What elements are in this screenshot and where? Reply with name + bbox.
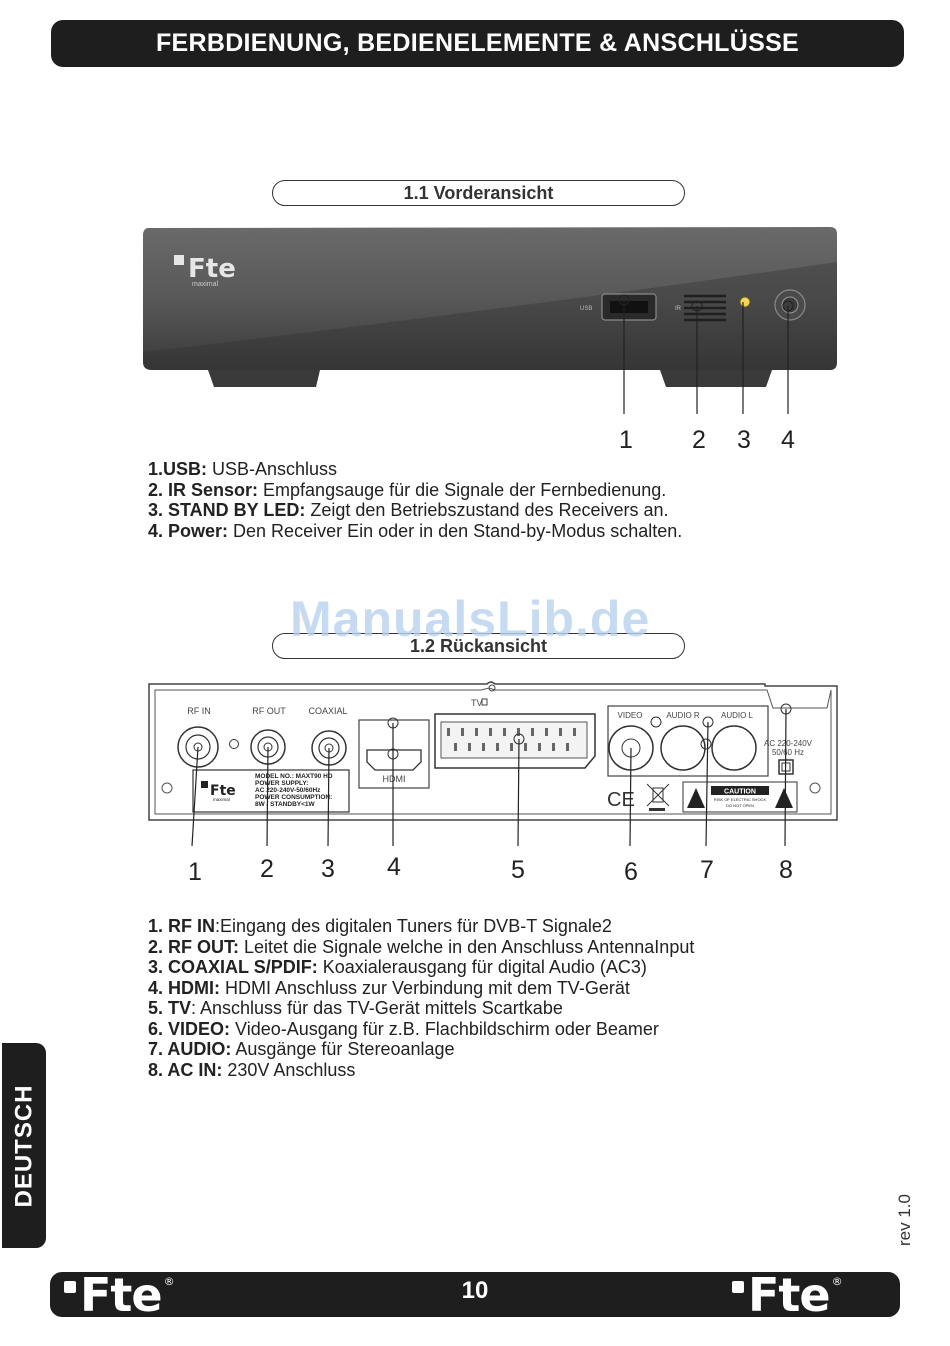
svg-text:AC 220-240V-50/60Hz: AC 220-240V-50/60Hz: [255, 787, 321, 794]
list-item: 3. COAXIAL S/PDIF: Koaxialerausgang für …: [148, 957, 647, 977]
front-callout-3: 3: [737, 426, 751, 454]
front-callout-1: 1: [619, 426, 633, 454]
front-view-figure: Fte maximal USB IR 1 2 3 4: [143, 227, 837, 454]
svg-text:maximal: maximal: [192, 281, 219, 288]
svg-text:TV: TV: [471, 698, 483, 708]
rear-callout-1: 1: [188, 858, 202, 886]
rear-callout-3: 3: [321, 855, 335, 883]
section-title-front: 1.1 Vorderansicht: [272, 180, 685, 206]
svg-text:RF IN: RF IN: [187, 706, 211, 716]
list-item: 2. IR Sensor: Empfangsauge für die Signa…: [148, 479, 667, 500]
ir-sensor-window: [684, 294, 726, 322]
front-brand-logo: Fte: [188, 254, 236, 284]
footer-logo-right: Fte®: [732, 1272, 843, 1318]
front-description-list: 1.USB: USB-Anschluss 2. IR Sensor: Empfa…: [148, 459, 682, 541]
revision-label: rev 1.0: [895, 1194, 915, 1246]
audio-r-port: [660, 725, 706, 771]
svg-text:maximal: maximal: [213, 797, 230, 802]
footer-logo-left: Fte®: [64, 1272, 175, 1318]
svg-text:CAUTION: CAUTION: [724, 789, 756, 796]
svg-text:RISK OF ELECTRIC SHOCK: RISK OF ELECTRIC SHOCK: [714, 797, 767, 802]
svg-text:VIDEO: VIDEO: [618, 711, 643, 720]
page-footer: Fte® 10 Fte®: [50, 1272, 900, 1318]
svg-text:AUDIO R: AUDIO R: [666, 711, 700, 720]
hdmi-port: [366, 749, 422, 771]
svg-text:8W / STANDBY<1W: 8W / STANDBY<1W: [255, 801, 316, 808]
svg-text:USB: USB: [580, 306, 592, 312]
svg-text:Fte: Fte: [210, 783, 236, 799]
list-item: 1. RF IN:Eingang des digitalen Tuners fü…: [148, 916, 612, 936]
list-item: 1.USB: USB-Anschluss: [148, 459, 338, 479]
language-tab: DEUTSCH: [2, 1043, 46, 1248]
svg-text:AUDIO L: AUDIO L: [721, 711, 754, 720]
audio-l-port: [711, 725, 757, 771]
svg-text:POWER SUPPLY:: POWER SUPPLY:: [255, 780, 308, 787]
rear-callout-8: 8: [779, 856, 793, 884]
rear-callout-2: 2: [260, 855, 274, 883]
list-item: 7. AUDIO: Ausgänge für Stereoanlage: [148, 1039, 455, 1059]
list-item: 3. STAND BY LED: Zeigt den Betriebszusta…: [148, 500, 669, 520]
svg-text:IR: IR: [675, 306, 682, 312]
rear-description-list: 1. RF IN:Eingang des digitalen Tuners fü…: [148, 916, 694, 1080]
rating-sticker: [192, 769, 350, 813]
svg-text:RF OUT: RF OUT: [252, 706, 286, 716]
svg-text:POWER CONSUMPTION:: POWER CONSUMPTION:: [255, 794, 332, 801]
front-callout-2: 2: [692, 426, 706, 454]
page-header: FERBDIENUNG, BEDIENELEMENTE & ANSCHLÜSSE: [51, 20, 904, 67]
rear-callout-6: 6: [624, 858, 638, 886]
rear-callout-7: 7: [700, 856, 714, 884]
weee-bin-icon: [646, 783, 670, 811]
section-title-rear: 1.2 Rückansicht: [272, 633, 685, 659]
front-foot-left: [208, 370, 320, 387]
svg-text:AC 220-240V: AC 220-240V: [764, 739, 813, 748]
list-item: 8. AC IN: 230V Anschluss: [148, 1059, 356, 1080]
watermark: ManualsLib.de: [290, 591, 651, 647]
language-tab-label: DEUTSCH: [10, 1083, 38, 1208]
front-panel: [143, 227, 837, 370]
list-item: 2. RF OUT: Leitet die Signale welche in …: [148, 936, 695, 957]
rear-view-figure: RF IN RF OUT COAXIAL HDMI TV VIDEO AUDIO…: [148, 681, 838, 886]
list-item: 4. HDMI: HDMI Anschluss zur Verbindung m…: [148, 977, 630, 998]
ce-mark: CE: [607, 789, 635, 811]
list-item: 4. Power: Den Receiver Ein oder in den S…: [148, 520, 683, 541]
standby-led: [739, 296, 751, 308]
rear-callout-4: 4: [387, 853, 401, 881]
svg-text:HDMI: HDMI: [383, 774, 406, 784]
revision-note: rev 1.0: [880, 1190, 930, 1250]
list-item: 6. VIDEO: Video-Ausgang für z.B. Flachbi…: [148, 1018, 659, 1039]
scart-pins: [447, 728, 576, 751]
rear-callout-5: 5: [511, 856, 525, 884]
svg-text:DO NOT OPEN: DO NOT OPEN: [726, 803, 754, 808]
front-callout-4: 4: [781, 426, 795, 454]
svg-text:MODEL NO.: MAXT90 HD: MODEL NO.: MAXT90 HD: [255, 773, 333, 780]
svg-text:50/60 Hz: 50/60 Hz: [772, 748, 804, 757]
list-item: 5. TV: Anschluss für das TV-Gerät mittel…: [148, 998, 563, 1018]
front-foot-right: [660, 370, 772, 387]
svg-text:COAXIAL: COAXIAL: [308, 706, 347, 716]
page-number: 10: [461, 1277, 489, 1304]
page-title: FERBDIENUNG, BEDIENELEMENTE & ANSCHLÜSSE: [155, 29, 800, 57]
